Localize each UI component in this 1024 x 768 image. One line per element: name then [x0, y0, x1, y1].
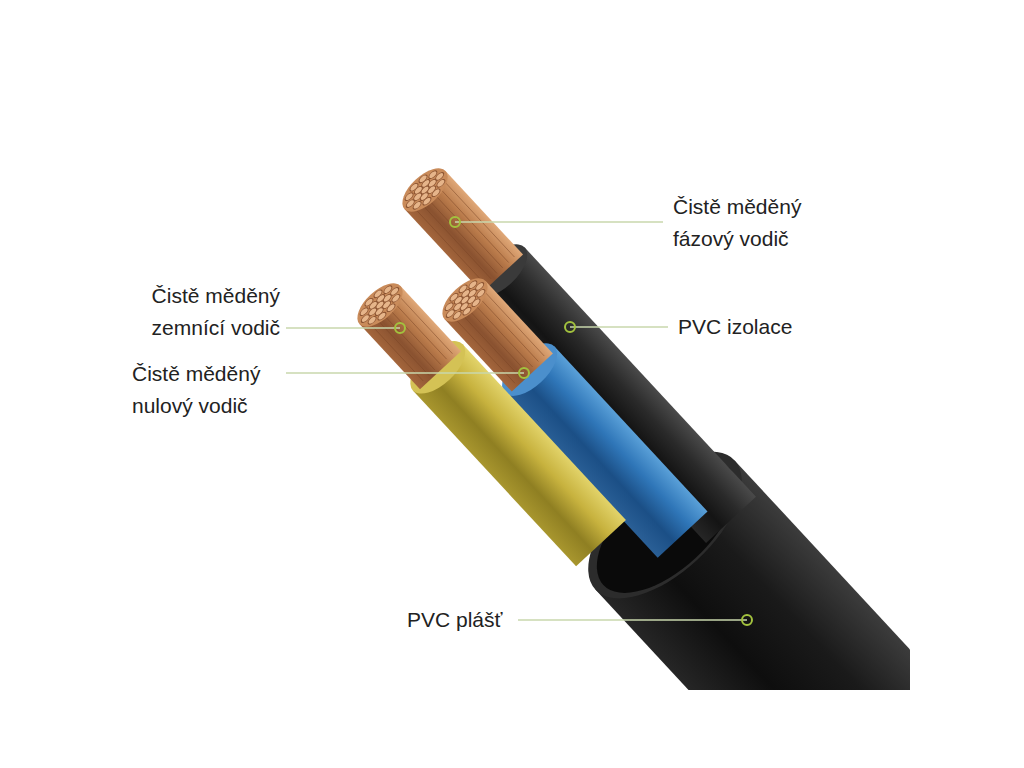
strand-end: [382, 284, 393, 294]
leader-dot: [395, 323, 405, 333]
leader-dot: [519, 368, 529, 378]
copper-strand: [428, 187, 503, 268]
leader-line: [286, 327, 400, 329]
part-label: Čistě měděný nulový vodič: [132, 358, 307, 422]
strand-end: [364, 297, 375, 307]
strand-end: [390, 293, 401, 303]
copper-strand: [422, 193, 497, 274]
strand-end: [444, 301, 455, 311]
strand-end: [431, 188, 442, 198]
strand-end: [435, 178, 446, 188]
leader-dot: [565, 322, 575, 332]
part-label: PVC izolace: [678, 311, 878, 343]
strand-end: [475, 288, 486, 298]
copper-strand: [371, 313, 429, 375]
leader-line: [570, 326, 668, 328]
part-label: Čistě měděný fázový vodič: [673, 191, 848, 255]
strand-end: [373, 289, 384, 299]
copper-strand: [410, 204, 485, 285]
copper-strand: [480, 286, 545, 356]
leader-dot: [450, 217, 460, 227]
part-label: Čistě měděný zemnící vodič: [105, 280, 280, 344]
leader-line: [455, 221, 663, 223]
leader-line: [518, 619, 747, 621]
strand-end: [418, 174, 429, 184]
strand-end: [359, 306, 370, 316]
leader-lines: [286, 217, 752, 625]
strand-ends: [439, 274, 492, 326]
strand-ends: [399, 164, 452, 216]
copper-strand: [440, 176, 515, 257]
phase-wire-copper: [404, 171, 523, 293]
copper-strand: [416, 198, 491, 279]
strand-end: [458, 284, 469, 294]
copper-strand: [474, 292, 539, 362]
phase-wire-copper-end: [395, 161, 455, 220]
copper-strand: [395, 291, 453, 353]
leader-dot: [742, 615, 752, 625]
strand-end: [471, 298, 482, 308]
earth-wire-copper: [359, 286, 461, 389]
leader-line: [286, 372, 524, 374]
strand-end: [404, 191, 415, 201]
earth-wire-copper-end: [350, 276, 410, 335]
strand-end: [449, 292, 460, 302]
strand-end: [409, 182, 420, 192]
part-label: PVC plášť: [407, 604, 557, 636]
strand-end: [377, 311, 388, 321]
copper-strand: [468, 297, 533, 367]
neutral-wire-copper-end: [435, 271, 495, 330]
strand-end: [467, 279, 478, 289]
strand-end: [422, 196, 433, 206]
strand-end: [427, 169, 438, 179]
strand-end: [462, 306, 473, 316]
strand-end: [386, 303, 397, 313]
cable-group: [350, 161, 910, 690]
